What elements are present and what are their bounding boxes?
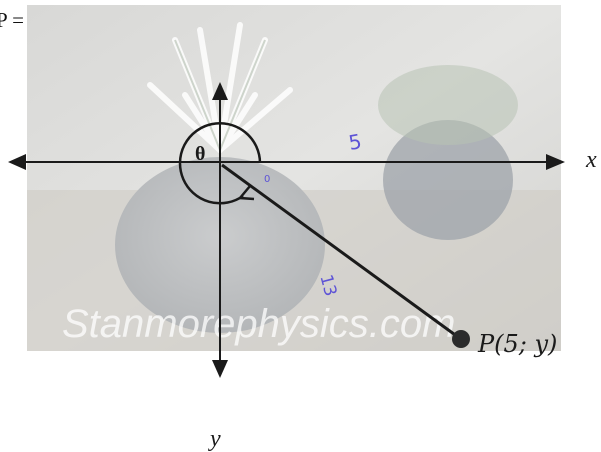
arc-arrowhead-icon (237, 185, 255, 201)
point-p-label: P(5; y) (477, 330, 557, 358)
x-axis-right-arrow-icon (546, 154, 565, 170)
y-axis-down-arrow-icon (212, 360, 228, 378)
x-axis-left-arrow-icon (8, 154, 26, 170)
x-axis-label: x (585, 147, 597, 173)
angle-label: θ (195, 143, 205, 165)
watermark-text: Stanmorephysics.com (62, 302, 455, 346)
y-axis (212, 82, 228, 378)
angle-arc (178, 122, 262, 205)
adjacent-side-note: 5 (347, 129, 364, 155)
x-axis (8, 154, 565, 170)
handwritten-digit: 0 (264, 174, 270, 185)
point-p-marker (452, 330, 470, 348)
y-axis-up-arrow-icon (212, 82, 228, 100)
radius-line (221, 163, 459, 339)
y-axis-label: y (208, 426, 221, 452)
photo-backdrop (27, 5, 561, 351)
